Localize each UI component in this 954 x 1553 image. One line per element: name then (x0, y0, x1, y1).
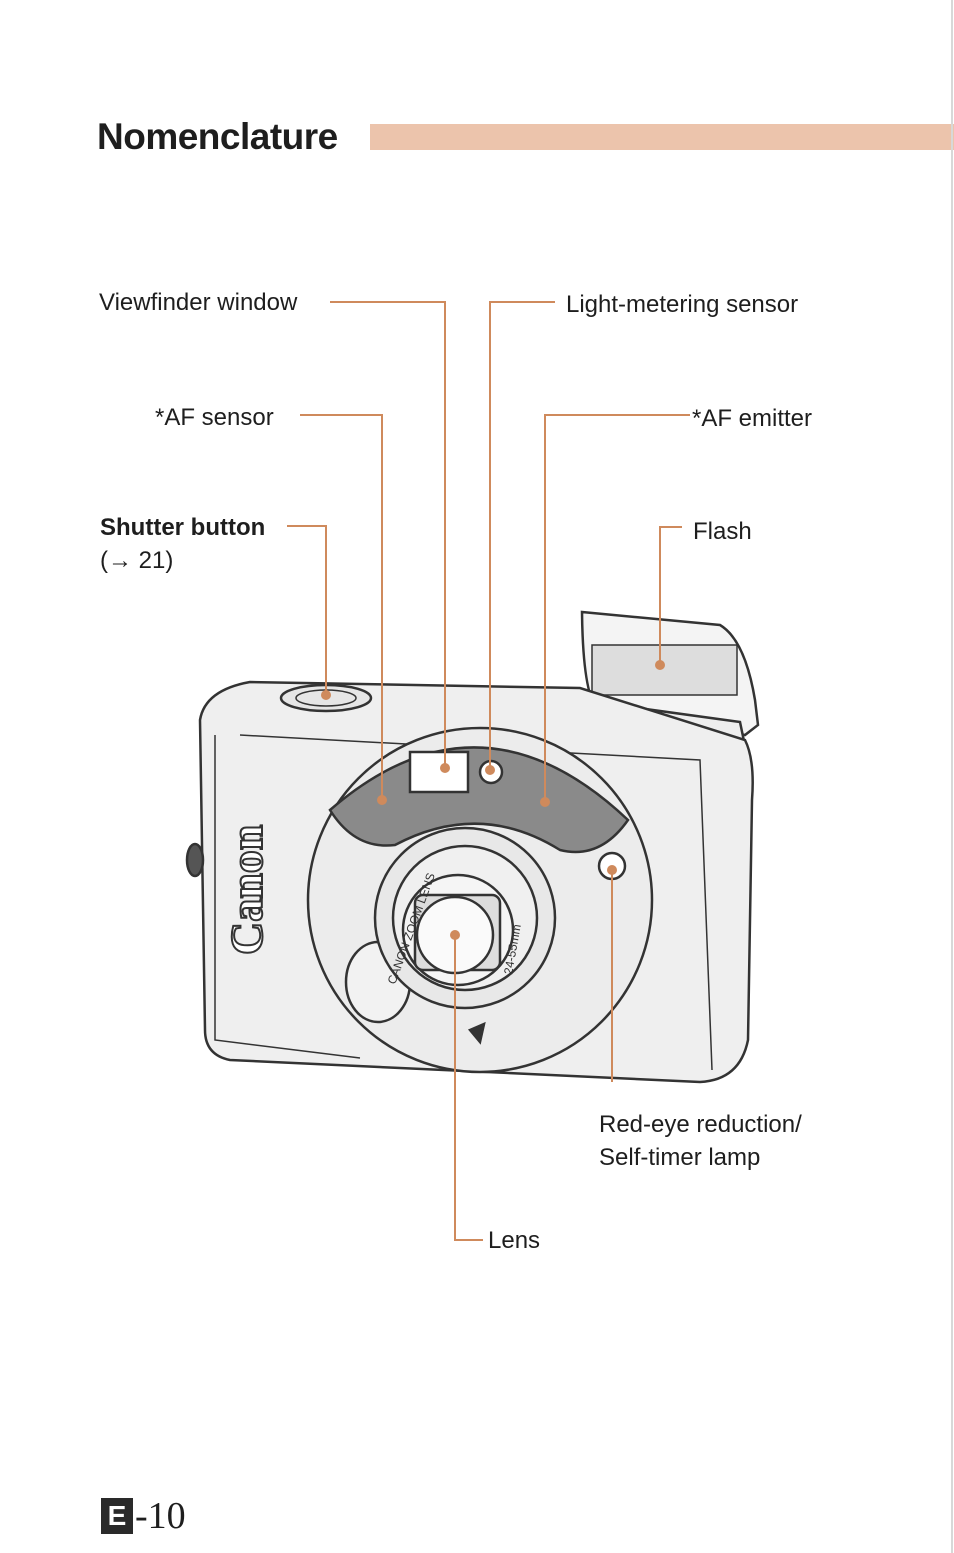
page-number: E -10 (101, 1494, 186, 1538)
section-badge: E (101, 1498, 133, 1534)
leader-af-emitter (544, 414, 690, 802)
page-number-text: -10 (135, 1495, 186, 1537)
leader-lines (287, 301, 690, 1241)
label-af-emitter: *AF emitter (692, 405, 813, 432)
leader-af-sensor (300, 414, 383, 800)
label-viewfinder-window: Viewfinder window (99, 289, 298, 316)
label-self-timer-lamp: Self-timer lamp (599, 1144, 761, 1171)
label-shutter-page-ref: (→ 21) (100, 547, 174, 574)
title-bar (370, 124, 954, 150)
leader-viewfinder (330, 301, 446, 768)
label-af-sensor: *AF sensor (155, 404, 274, 431)
label-red-eye-reduction: Red-eye reduction/ (599, 1111, 802, 1138)
leader-shutter (287, 525, 327, 695)
label-light-metering-sensor: Light-metering sensor (566, 291, 799, 318)
page-title: Nomenclature (97, 116, 338, 157)
leader-lens (454, 935, 483, 1241)
page-edge (951, 0, 953, 1553)
leader-light-metering (489, 301, 555, 770)
label-lens: Lens (488, 1227, 541, 1254)
viewfinder-window (408, 750, 470, 794)
label-flash: Flash (693, 518, 752, 545)
canon-logo: Canon (221, 825, 272, 955)
leader-flash (659, 526, 682, 665)
label-shutter-button: Shutter button (100, 514, 266, 541)
